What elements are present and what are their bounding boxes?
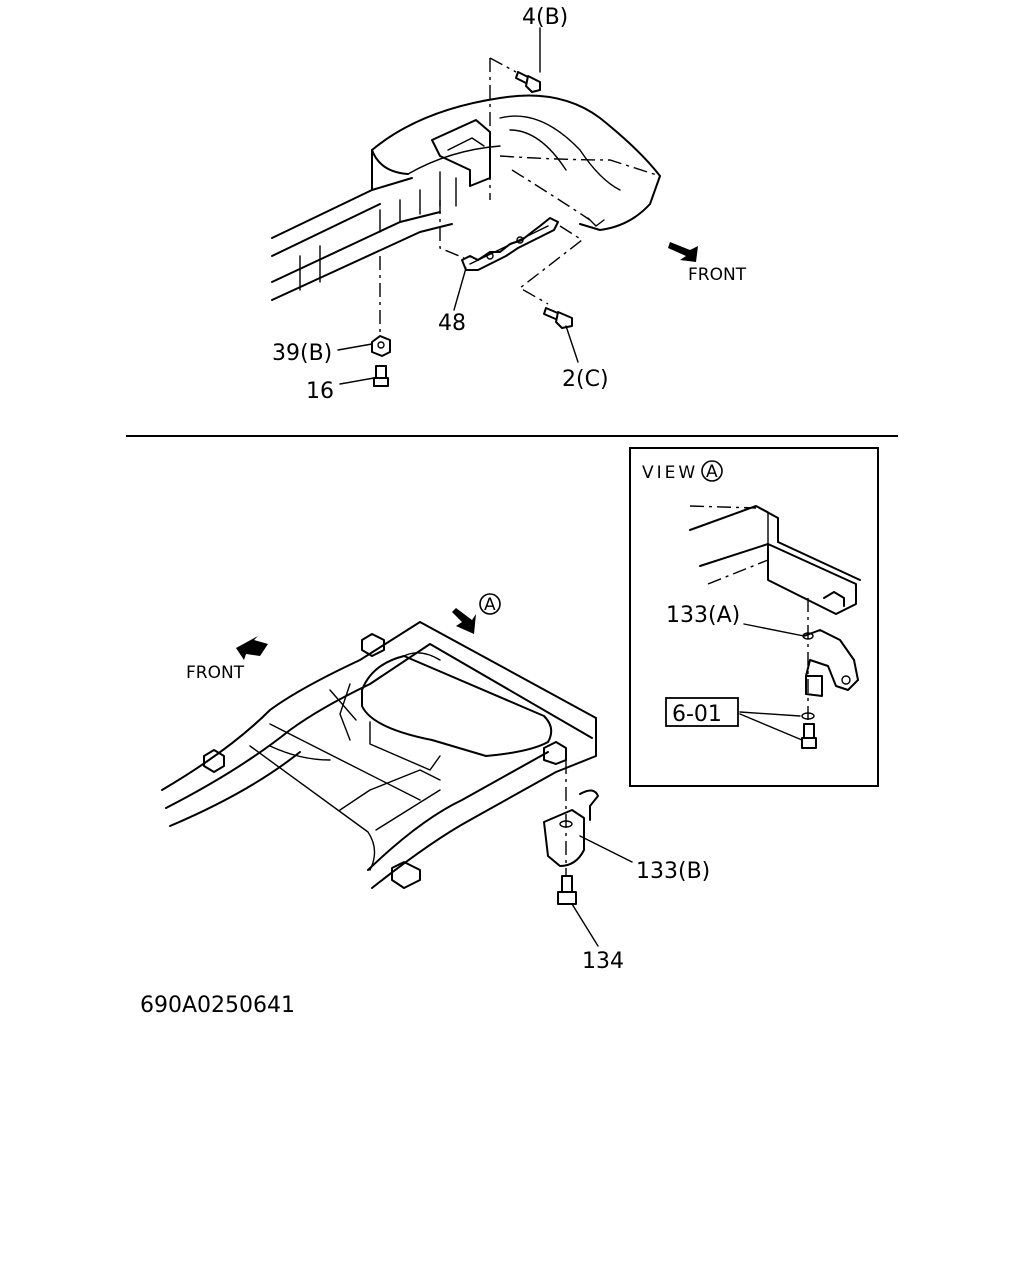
- bracket-133b-drawing: [543, 789, 599, 867]
- label-48: 48: [438, 311, 466, 336]
- bracket-133a-drawing: [802, 629, 859, 697]
- bolt-16-icon: [373, 365, 389, 387]
- leader-133a: [743, 623, 805, 637]
- label-4b: 4(B): [522, 5, 568, 30]
- label-16: 16: [306, 379, 334, 404]
- label-134: 134: [582, 949, 624, 974]
- leader-lines-top: [337, 27, 579, 385]
- inset-crossmember-drawing: [689, 505, 861, 615]
- front-arrow-top-icon: [668, 242, 698, 262]
- chassis-frame-drawing: [161, 621, 597, 889]
- label-front-bottom: FRONT: [186, 663, 245, 683]
- label-2c: 2(C): [562, 367, 609, 392]
- inset-bolt-icon: [801, 723, 817, 749]
- leader-ref-bolt: [739, 713, 803, 741]
- bolt-2c-icon: [543, 307, 573, 329]
- alignment-lines-top: [379, 57, 584, 336]
- ref-box-frame: [665, 697, 739, 727]
- view-a-marker: A: [479, 593, 501, 615]
- bottom-assembly-view: A FRONT 133(B) 134: [161, 593, 710, 974]
- leader-ref-washer: [739, 711, 801, 717]
- leader-lines-bottom: [571, 835, 633, 947]
- inset-title-marker: A: [701, 460, 723, 482]
- tank-housing-drawing: [371, 94, 661, 231]
- bolt-4b-icon: [515, 71, 541, 93]
- label-front-top: FRONT: [688, 265, 747, 285]
- label-39b: 39(B): [272, 341, 332, 366]
- bolt-134-icon: [557, 875, 577, 905]
- inset-title: VIEW: [642, 463, 698, 483]
- front-arrow-bottom-icon: [236, 636, 268, 660]
- view-a-inset: VIEW A: [629, 447, 879, 787]
- fuel-tank-drawing: [361, 652, 553, 771]
- figure-id: 690A0250641: [140, 993, 295, 1018]
- label-133b: 133(B): [636, 859, 710, 884]
- view-a-marker-letter: A: [484, 595, 496, 615]
- frame-rail-drawing: [271, 177, 453, 301]
- inset-frame: [629, 447, 879, 787]
- top-assembly-view: 4(B) FRONT 48 39(B) 16 2(C): [271, 5, 747, 404]
- nut-39b-icon: [371, 335, 391, 357]
- inset-title-marker-letter: A: [706, 462, 718, 482]
- view-a-arrow-icon: [452, 608, 476, 634]
- bracket-48-drawing: [461, 217, 559, 271]
- label-133a: 133(A): [666, 603, 740, 628]
- ref-box-label: 6-01: [672, 702, 722, 727]
